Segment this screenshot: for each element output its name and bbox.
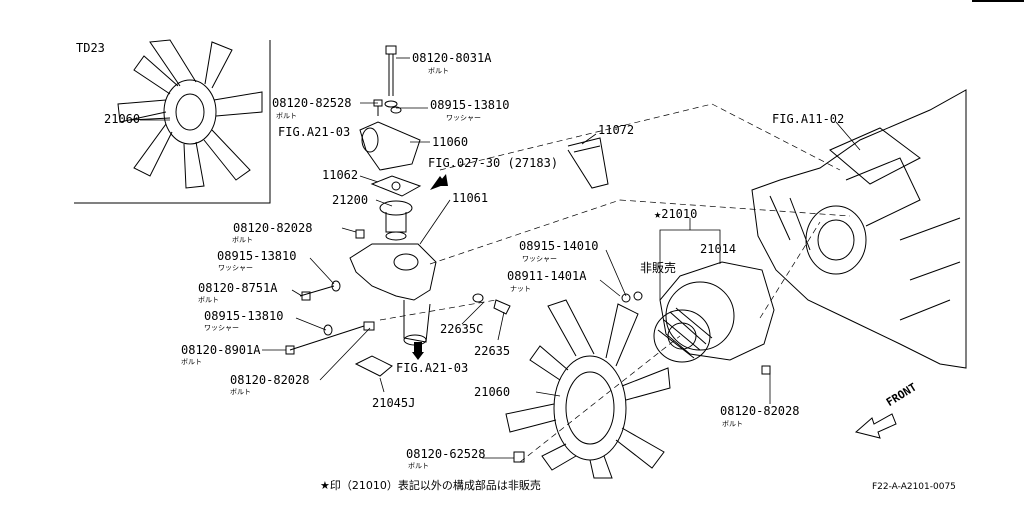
front-arrow-drawing <box>854 413 897 439</box>
label-bolt-82028-right: 08120-82028 <box>720 404 800 418</box>
sublabel-washer-13810-top: ワッシャー <box>446 114 481 122</box>
label-thermostat-21200: 21200 <box>332 193 369 207</box>
diagram-code: F22-A-A2101-0075 <box>872 482 956 492</box>
label-washer-13810-lower: 08915-13810 <box>204 309 284 323</box>
label-fig-027-30: FIG.027-30 (27183) <box>428 156 559 170</box>
water-pump-drawing <box>653 261 775 363</box>
label-bolt-8751a: 08120-8751A <box>198 281 278 295</box>
footnote: ★印（21010）表記以外の構成部品は非販売 <box>320 479 541 492</box>
label-bolt-82028-left: 08120-82028 <box>233 221 313 235</box>
label-gasket-11062: 11062 <box>322 168 359 182</box>
label-fan-21060: 21060 <box>474 385 511 399</box>
label-housing-11061: 11061 <box>452 191 489 205</box>
label-fan-inset: 21060 <box>104 112 141 126</box>
sublabel-bolt-62528: ボルト <box>408 462 429 470</box>
label-part-22635c: 22635C <box>440 322 484 336</box>
label-part-22635: 22635 <box>474 344 511 358</box>
sublabel-nut-1401a: ナット <box>510 285 531 293</box>
label-pump-21014: 21014 <box>700 242 737 256</box>
inset-frame <box>74 40 271 204</box>
label-washer-13810-top: 08915-13810 <box>430 98 510 112</box>
label-fig-a21-03-bottom: FIG.A21-03 <box>396 361 469 375</box>
sublabel-washer-13810-lower: ワッシャー <box>204 324 239 332</box>
label-nut-1401a: 08911-1401A <box>507 269 587 283</box>
lower-gasket-drawing <box>354 355 393 377</box>
label-washer-13810-left: 08915-13810 <box>217 249 297 263</box>
thermostat-housing-drawing <box>349 243 437 301</box>
variant-label: TD23 <box>76 41 105 55</box>
main-fan-drawing <box>505 299 671 479</box>
label-bolt-8901a: 08120-8901A <box>181 343 261 357</box>
label-fig-a11-02: FIG.A11-02 <box>772 112 845 126</box>
label-outlet-11060: 11060 <box>432 135 469 149</box>
label-bolt-8031a: 08120-8031A <box>412 51 492 65</box>
sublabel-bolt-82028-lower: ボルト <box>230 388 251 396</box>
sublabel-bolt-8031a: ボルト <box>428 67 449 75</box>
thermostat-drawing <box>379 200 413 241</box>
gasket-11072-drawing <box>567 137 609 189</box>
engine-block-drawing <box>751 89 967 369</box>
label-bolt-82028-lower: 08120-82028 <box>230 373 310 387</box>
header-rule <box>972 0 1024 2</box>
water-outlet-drawing <box>359 121 421 171</box>
sublabel-bolt-8901a: ボルト <box>181 358 202 366</box>
left-bolts-drawing <box>285 229 375 355</box>
sublabel-washer-14010: ワッシャー <box>522 255 557 263</box>
label-bolt-82528: 08120-82528 <box>272 96 352 110</box>
label-not-for-sale: 非販売 <box>640 261 677 275</box>
label-gasket-11072: 11072 <box>598 123 635 137</box>
label-gasket-21045j: 21045J <box>372 396 416 410</box>
sublabel-bolt-8751a: ボルト <box>198 296 219 304</box>
inset-fan-drawing <box>117 39 263 189</box>
gasket-drawing <box>370 175 422 197</box>
sublabel-bolt-82028-right: ボルト <box>722 420 743 428</box>
label-washer-14010: 08915-14010 <box>519 239 599 253</box>
long-bolt-drawing <box>384 45 398 108</box>
sublabel-washer-13810-left: ワッシャー <box>218 264 253 272</box>
label-pump-21010: ★21010 <box>654 207 698 221</box>
label-fig-a21-03-top: FIG.A21-03 <box>278 125 351 139</box>
label-bolt-62528: 08120-62528 <box>406 447 486 461</box>
sublabel-bolt-82528: ボルト <box>276 112 297 120</box>
sublabel-bolt-82028-left: ボルト <box>232 236 253 244</box>
